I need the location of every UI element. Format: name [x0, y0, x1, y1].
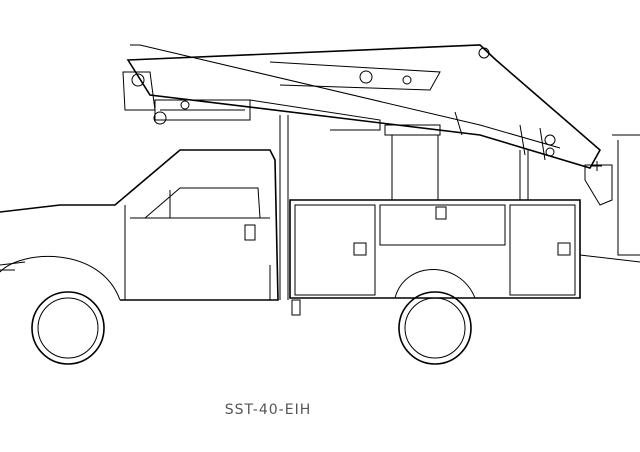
model-caption: SST-40-EIH	[224, 402, 312, 418]
boom	[122, 44, 602, 169]
bucket	[579, 134, 640, 263]
rear-wheel	[398, 291, 472, 365]
cab	[0, 149, 279, 301]
utility-body	[289, 199, 581, 299]
turret	[279, 115, 529, 316]
front-wheel	[31, 291, 105, 365]
